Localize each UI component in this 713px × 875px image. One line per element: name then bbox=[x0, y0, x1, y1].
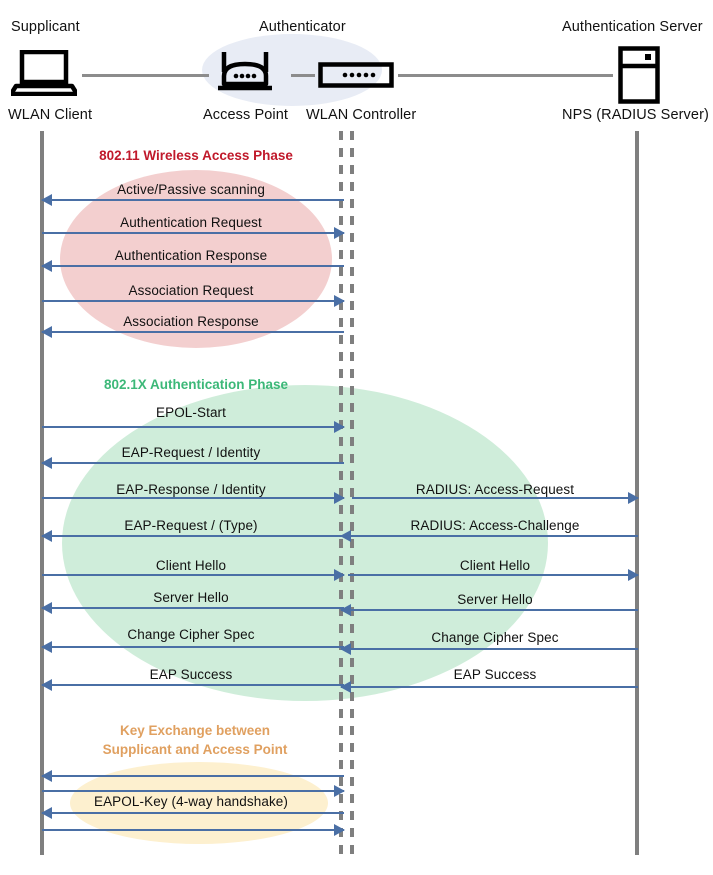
message-arrow-eapol-key-1 bbox=[41, 770, 344, 782]
message-arrow-eapol-key-2 bbox=[42, 785, 345, 797]
message-label-eap-request-type: EAP-Request / (Type) bbox=[124, 518, 258, 533]
actor-role-authenticator: Authenticator bbox=[259, 19, 346, 35]
message-arrow-association-response bbox=[41, 326, 344, 338]
message-arrow-server-hello-left bbox=[41, 602, 344, 614]
message-arrow-change-cipher-spec-left bbox=[41, 641, 344, 653]
message-label-radius-access-request: RADIUS: Access-Request bbox=[415, 482, 575, 497]
message-arrow-eap-request-type bbox=[41, 530, 344, 542]
message-label-eap-response-identity: EAP-Response / Identity bbox=[116, 482, 266, 497]
message-label-association-response: Association Response bbox=[123, 314, 259, 329]
message-label-radius-access-challenge: RADIUS: Access-Challenge bbox=[410, 518, 580, 533]
lifeline-supplicant bbox=[40, 131, 44, 855]
message-arrow-eapol-key-4 bbox=[42, 824, 345, 836]
actor-device-access-point: Access Point bbox=[203, 107, 289, 123]
message-label-eapol-start: EPOL-Start bbox=[155, 405, 227, 420]
phase-caption-key-exchange: Key Exchange between Supplicant and Acce… bbox=[102, 723, 288, 757]
message-arrow-eapol-key-3 bbox=[41, 807, 344, 819]
message-arrow-radius-access-request bbox=[352, 492, 639, 504]
authenticator-highlight-ellipse bbox=[202, 34, 382, 106]
wire-client-to-ap bbox=[82, 74, 209, 77]
wlan-controller-icon bbox=[318, 62, 394, 93]
access-point-icon bbox=[214, 48, 276, 101]
message-label-eap-request-identity: EAP-Request / Identity bbox=[121, 445, 261, 460]
actor-role-authentication-server: Authentication Server bbox=[562, 19, 703, 35]
actor-device-wlan-client: WLAN Client bbox=[8, 107, 93, 123]
actor-device-wlan-controller: WLAN Controller bbox=[306, 107, 417, 123]
server-icon bbox=[618, 46, 660, 109]
message-arrow-client-hello-right bbox=[348, 569, 639, 581]
message-arrow-radius-access-challenge bbox=[340, 530, 638, 542]
message-arrow-eap-request-identity bbox=[41, 457, 344, 469]
message-label-eap-success-right: EAP Success bbox=[453, 667, 537, 682]
phase-802-1x-ellipse bbox=[62, 385, 548, 701]
lifeline-wlan-controller bbox=[350, 131, 354, 855]
message-label-association-request: Association Request bbox=[128, 283, 254, 298]
actor-device-nps-radius-server: NPS (RADIUS Server) bbox=[562, 107, 709, 123]
wire-controller-to-server bbox=[398, 74, 613, 77]
message-label-active-passive-scanning: Active/Passive scanning bbox=[117, 182, 265, 197]
message-arrow-authentication-request bbox=[42, 227, 345, 239]
message-label-eap-success-left: EAP Success bbox=[149, 667, 233, 682]
message-label-authentication-response: Authentication Response bbox=[114, 248, 268, 263]
message-arrow-server-hello-right bbox=[340, 604, 638, 616]
laptop-icon bbox=[8, 49, 80, 101]
message-label-change-cipher-spec-right: Change Cipher Spec bbox=[431, 630, 559, 645]
message-arrow-association-request bbox=[42, 295, 345, 307]
message-arrow-active-passive-scanning bbox=[41, 194, 344, 206]
message-arrow-authentication-response bbox=[41, 260, 344, 272]
message-arrow-eap-response-identity bbox=[42, 492, 345, 504]
message-arrow-eapol-start bbox=[42, 421, 345, 433]
wire-ap-to-controller bbox=[291, 74, 315, 77]
message-label-change-cipher-spec-left: Change Cipher Spec bbox=[127, 627, 255, 642]
message-arrow-eap-success-left bbox=[41, 679, 344, 691]
message-label-client-hello-right: Client Hello bbox=[459, 558, 531, 573]
message-label-eapol-key-4-way-handshake: EAPOL-Key (4-way handshake) bbox=[93, 794, 289, 809]
phase-caption-802-1x: 802.1X Authentication Phase bbox=[103, 377, 289, 392]
message-label-client-hello-left: Client Hello bbox=[155, 558, 227, 573]
actor-role-supplicant: Supplicant bbox=[11, 19, 80, 35]
phase-caption-802-11: 802.11 Wireless Access Phase bbox=[99, 148, 293, 163]
message-arrow-client-hello-left bbox=[42, 569, 345, 581]
message-label-authentication-request: Authentication Request bbox=[120, 215, 262, 230]
message-label-server-hello-left: Server Hello bbox=[153, 590, 229, 605]
message-label-server-hello-right: Server Hello bbox=[457, 592, 533, 607]
message-arrow-change-cipher-spec-right bbox=[340, 643, 638, 655]
message-arrow-eap-success-right bbox=[340, 681, 638, 693]
